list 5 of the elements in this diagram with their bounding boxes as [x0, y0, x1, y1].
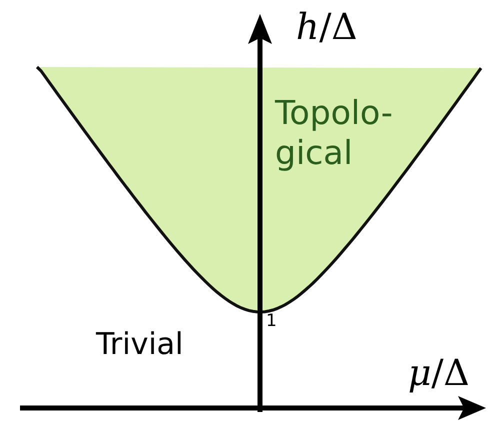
tick-label: 1 — [266, 313, 277, 330]
region-label: Topolo- gical — [275, 93, 394, 172]
axis-label: μ/Δ — [408, 356, 470, 392]
region-label: Trivial — [96, 330, 184, 360]
axis-label: h/Δ — [296, 10, 358, 46]
